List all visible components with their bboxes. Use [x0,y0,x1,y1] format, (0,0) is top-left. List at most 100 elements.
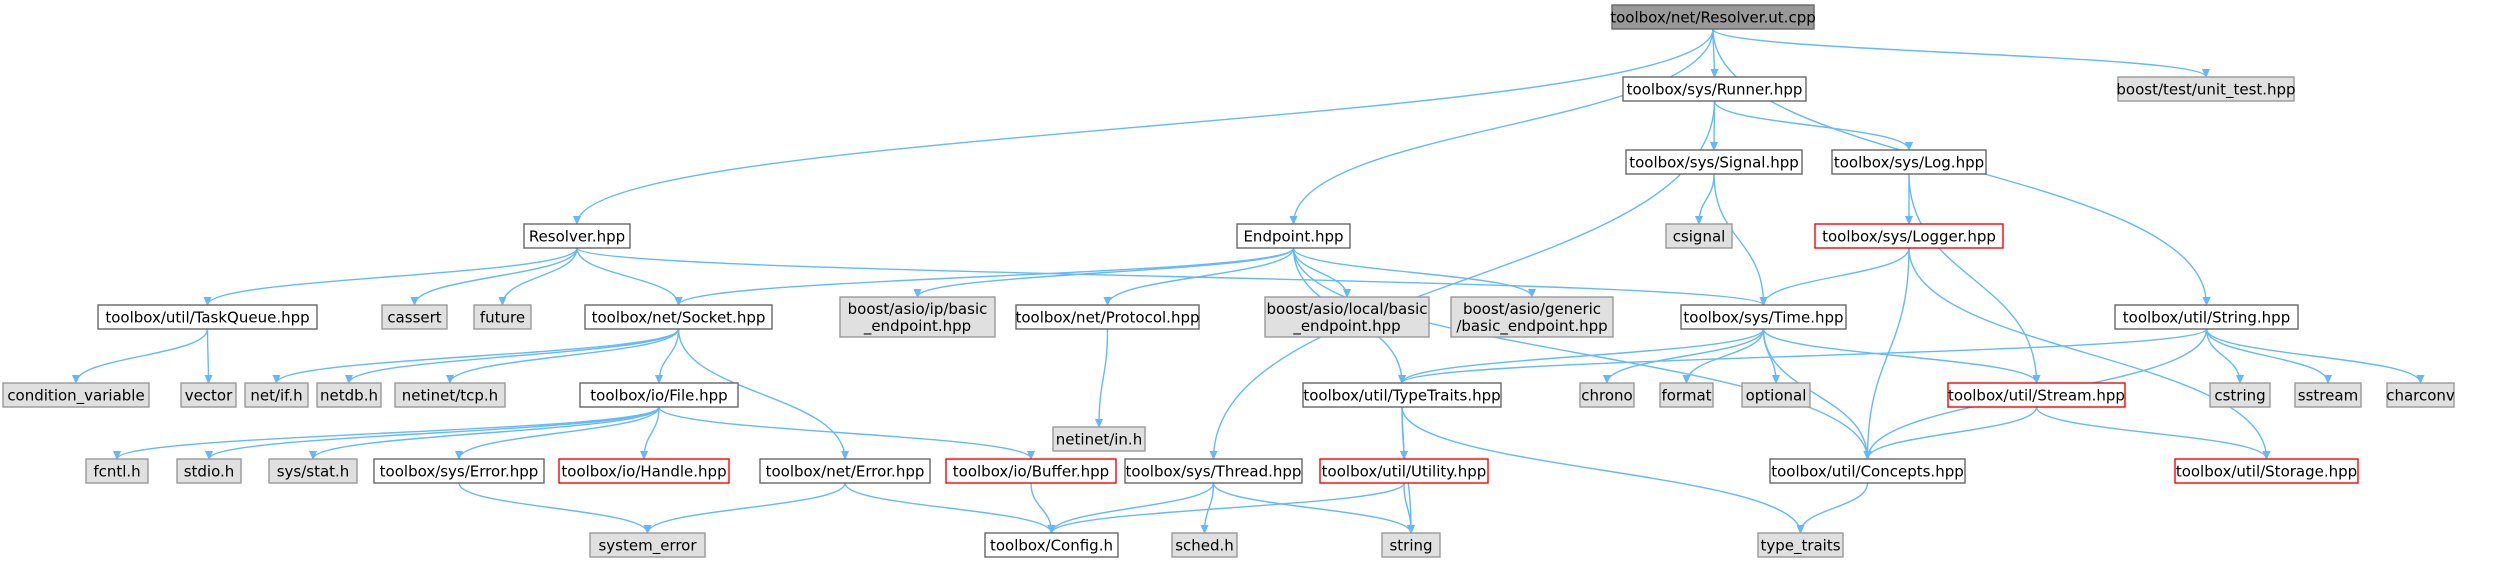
edge-string_hpp-to-sstream [2205,328,2329,383]
node-label: _endpoint.hpp [863,317,971,336]
edge-endpoint-to-generic_basic_endpoint [1292,247,1533,297]
edge-buffer-to-config [1030,482,1052,533]
node-label: stdio.h [184,463,235,481]
edge-line [918,247,1295,297]
edge-resolver-to-socket [576,247,679,305]
edge-time-to-concepts [1762,328,1868,459]
node-net-error[interactable]: toolbox/net/Error.hpp [759,458,931,484]
node-type-traits: type_traits [1757,532,1844,558]
edge-line [1294,28,1714,224]
node-utility[interactable]: toolbox/util/Utility.hpp [1319,458,1489,484]
node-sys-error[interactable]: toolbox/sys/Error.hpp [373,458,545,484]
node-box [1236,223,1351,249]
node-concepts[interactable]: toolbox/util/Concepts.hpp [1769,458,1966,484]
node-cstring: cstring [2209,382,2271,408]
edge-root-to-unit_test [1712,28,2206,77]
edge-line [1292,247,1533,297]
node-string-std: string [1381,532,1441,558]
node-box [1319,458,1489,484]
node-box [244,382,309,408]
node-protocol[interactable]: toolbox/net/Protocol.hpp [1015,304,1200,330]
node-label: future [480,309,525,327]
node-box [589,532,706,558]
edge-line [2035,406,2267,459]
edge-line [415,247,578,305]
edge-line [1402,328,1765,383]
node-netinet-in: netinet/in.h [1052,426,1146,452]
node-box [1302,382,1502,408]
node-sys-stat: sys/stat.h [268,458,358,484]
node-label: netdb.h [320,387,378,405]
node-storage[interactable]: toolbox/util/Storage.hpp [2174,458,2359,484]
edge-endpoint-to-protocol [1108,247,1295,305]
node-config[interactable]: toolbox/Config.h [984,532,1119,558]
node-endpoint[interactable]: Endpoint.hpp [1236,223,1351,249]
node-label: format [1661,387,1711,405]
node-socket[interactable]: toolbox/net/Socket.hpp [584,304,773,330]
node-log[interactable]: toolbox/sys/Log.hpp [1831,149,1987,175]
node-csignal: csignal [1665,223,1733,249]
node-stream[interactable]: toolbox/util/Stream.hpp [1947,382,2126,408]
edge-typetraits-to-type_traits [1401,406,1801,533]
node-string-hpp[interactable]: toolbox/util/String.hpp [2114,304,2299,330]
node-label: net/if.h [250,387,302,405]
node-logger[interactable]: toolbox/sys/Logger.hpp [1814,223,2004,249]
node-box [1680,304,1847,330]
edge-socket-to-net_error [677,328,846,459]
node-resolver[interactable]: Resolver.hpp [523,223,631,249]
node-stdio: stdio.h [176,458,242,484]
node-box [1579,382,1635,408]
edge-line [1108,247,1295,305]
node-format: format [1659,382,1714,408]
edge-line [117,406,660,459]
node-net-if: net/if.h [244,382,309,408]
edge-line [1401,406,1801,533]
edge-line [313,406,660,459]
edge-line [1292,247,1868,459]
node-box [97,304,318,330]
node-box [523,223,631,249]
node-handle[interactable]: toolbox/io/Handle.hpp [558,458,730,484]
edge-line [349,328,680,383]
edge-line [1699,173,1715,224]
edge-socket-to-netdb [349,328,680,383]
node-time[interactable]: toolbox/sys/Time.hpp [1680,304,1847,330]
node-signal[interactable]: toolbox/sys/Signal.hpp [1625,149,1803,175]
node-typetraits[interactable]: toolbox/util/TypeTraits.hpp [1302,382,1502,408]
node-label: toolbox/sys/Log.hpp [1834,154,1984,172]
edge-line [577,28,1714,224]
edge-file-to-buffer [658,406,1031,459]
node-label: toolbox/io/Buffer.hpp [953,463,1109,481]
node-box [1622,76,1807,102]
edge-utility-to-string_std [1403,482,1411,533]
node-box [2117,76,2295,102]
node-label: toolbox/sys/Time.hpp [1683,309,1843,327]
edge-line [1099,328,1109,427]
node-fcntl: fcntl.h [85,458,149,484]
edge-file-to-fcntl [117,406,660,459]
edge-socket-to-netinet_tcp [450,328,680,383]
node-optional: optional [1741,382,1811,408]
node-file[interactable]: toolbox/io/File.hpp [579,382,739,408]
edge-string_hpp-to-cstring [2205,328,2241,383]
node-thread[interactable]: toolbox/sys/Thread.hpp [1124,458,1303,484]
node-box [473,304,532,330]
node-label: chrono [1581,387,1632,405]
node-label: toolbox/util/Storage.hpp [2176,463,2357,481]
node-label: vector [185,387,233,405]
node-buffer[interactable]: toolbox/io/Buffer.hpp [945,458,1117,484]
edge-line [1868,406,2038,459]
node-runner[interactable]: toolbox/sys/Runner.hpp [1622,76,1807,102]
node-root[interactable]: toolbox/net/Resolver.ut.cpp [1610,4,1816,30]
node-label: toolbox/sys/Runner.hpp [1627,81,1803,99]
node-box [2,382,150,408]
node-sched: sched.h [1171,532,1238,558]
edge-socket-to-file [659,328,680,383]
edge-line [679,247,1295,305]
node-system-error: system_error [589,532,706,558]
edge-line [576,247,679,305]
edge-line [1402,328,2208,383]
node-taskqueue[interactable]: toolbox/util/TaskQueue.hpp [97,304,318,330]
node-layer: toolbox/net/Resolver.ut.cpp toolbox/sys/R… [2,4,2455,558]
node-label: boost/asio/generic [1463,300,1601,318]
